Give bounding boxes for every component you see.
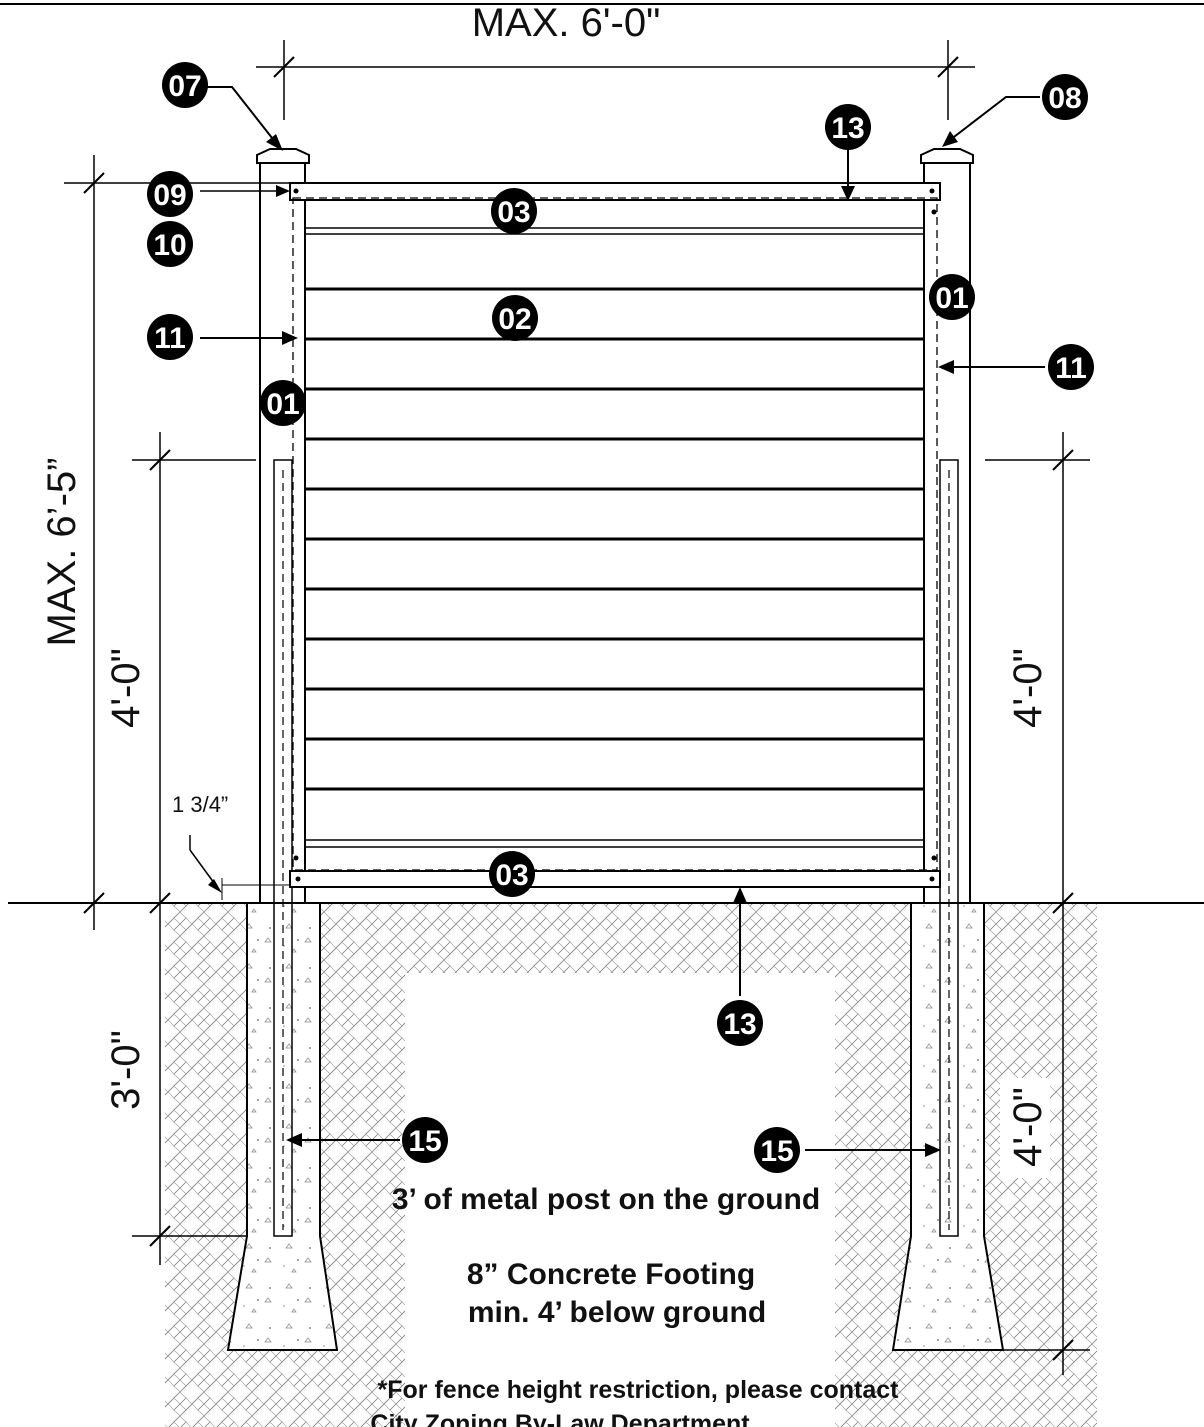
callout-07: 07 [162, 62, 208, 108]
left-post [259, 162, 306, 904]
callout-01-right: 01 [929, 274, 975, 320]
left-metal-post [273, 459, 293, 1237]
soil-note-clearing [405, 973, 835, 1427]
svg-text:09: 09 [153, 179, 186, 212]
top-rail [289, 182, 941, 201]
panel-channel-dashed [292, 197, 938, 871]
svg-text:10: 10 [153, 229, 186, 262]
right-metal-post [939, 459, 959, 1237]
callout-15-right: 15 [754, 1127, 800, 1173]
callout-15-left: 15 [402, 1117, 448, 1163]
right-post-cap [920, 148, 974, 164]
svg-text:11: 11 [154, 322, 186, 355]
svg-text:02: 02 [498, 303, 531, 336]
svg-text:07: 07 [168, 70, 201, 103]
svg-text:03: 03 [495, 859, 528, 892]
right-panel-height-label: 4'-0" [1006, 648, 1050, 728]
bottom-rail [289, 870, 941, 888]
restriction-note-line2: City Zoning By-Law Department [370, 1410, 750, 1427]
left-post-cap [256, 148, 310, 164]
callout-11-left: 11 [147, 314, 193, 360]
horizontal-boards [305, 287, 924, 791]
svg-text:11: 11 [1055, 352, 1087, 385]
svg-text:15: 15 [760, 1135, 793, 1168]
svg-text:08: 08 [1048, 82, 1081, 115]
footing-note-line2: min. 4’ below ground [468, 1296, 766, 1329]
svg-text:03: 03 [497, 196, 530, 229]
left-panel-height-label: 4'-0" [104, 648, 148, 728]
callout-09: 09 [147, 171, 193, 217]
right-post [923, 162, 971, 904]
callout-10: 10 [147, 221, 193, 267]
left-panel-dimension [132, 432, 256, 1265]
footing-note-line1: 8” Concrete Footing [467, 1258, 755, 1291]
svg-text:01: 01 [935, 282, 968, 315]
svg-text:13: 13 [831, 112, 864, 145]
callout-08: 08 [1042, 74, 1088, 120]
callout-leaders [200, 86, 1045, 1157]
frame-screws [293, 188, 937, 882]
callout-03-bottom: 03 [489, 851, 535, 897]
ground-clearance-label: 1 3/4” [172, 792, 228, 817]
height-dimension-label: MAX. 6’-5” [40, 458, 84, 647]
callout-03-top: 03 [491, 188, 537, 234]
footing-depth-label: 4'-0" [1006, 1087, 1050, 1167]
callout-13-top: 13 [825, 104, 871, 150]
callout-13-bottom: 13 [717, 1000, 763, 1046]
width-dimension [256, 40, 975, 120]
callout-11-right: 11 [1048, 344, 1094, 390]
ground-clearance-leader [189, 835, 290, 900]
svg-text:15: 15 [408, 1125, 441, 1158]
svg-text:13: 13 [723, 1008, 756, 1041]
svg-text:01: 01 [266, 388, 299, 421]
post-note: 3’ of metal post on the ground [392, 1183, 820, 1216]
restriction-note-line1: *For fence height restriction, please co… [378, 1376, 900, 1404]
width-dimension-label: MAX. 6'-0" [472, 1, 661, 45]
callout-01-left: 01 [260, 380, 306, 426]
post-embed-depth-label: 3'-0" [104, 1030, 148, 1110]
footing-depth-label-bg [1000, 1078, 1050, 1178]
callout-02: 02 [492, 295, 538, 341]
right-panel-dimension [985, 432, 1090, 1375]
